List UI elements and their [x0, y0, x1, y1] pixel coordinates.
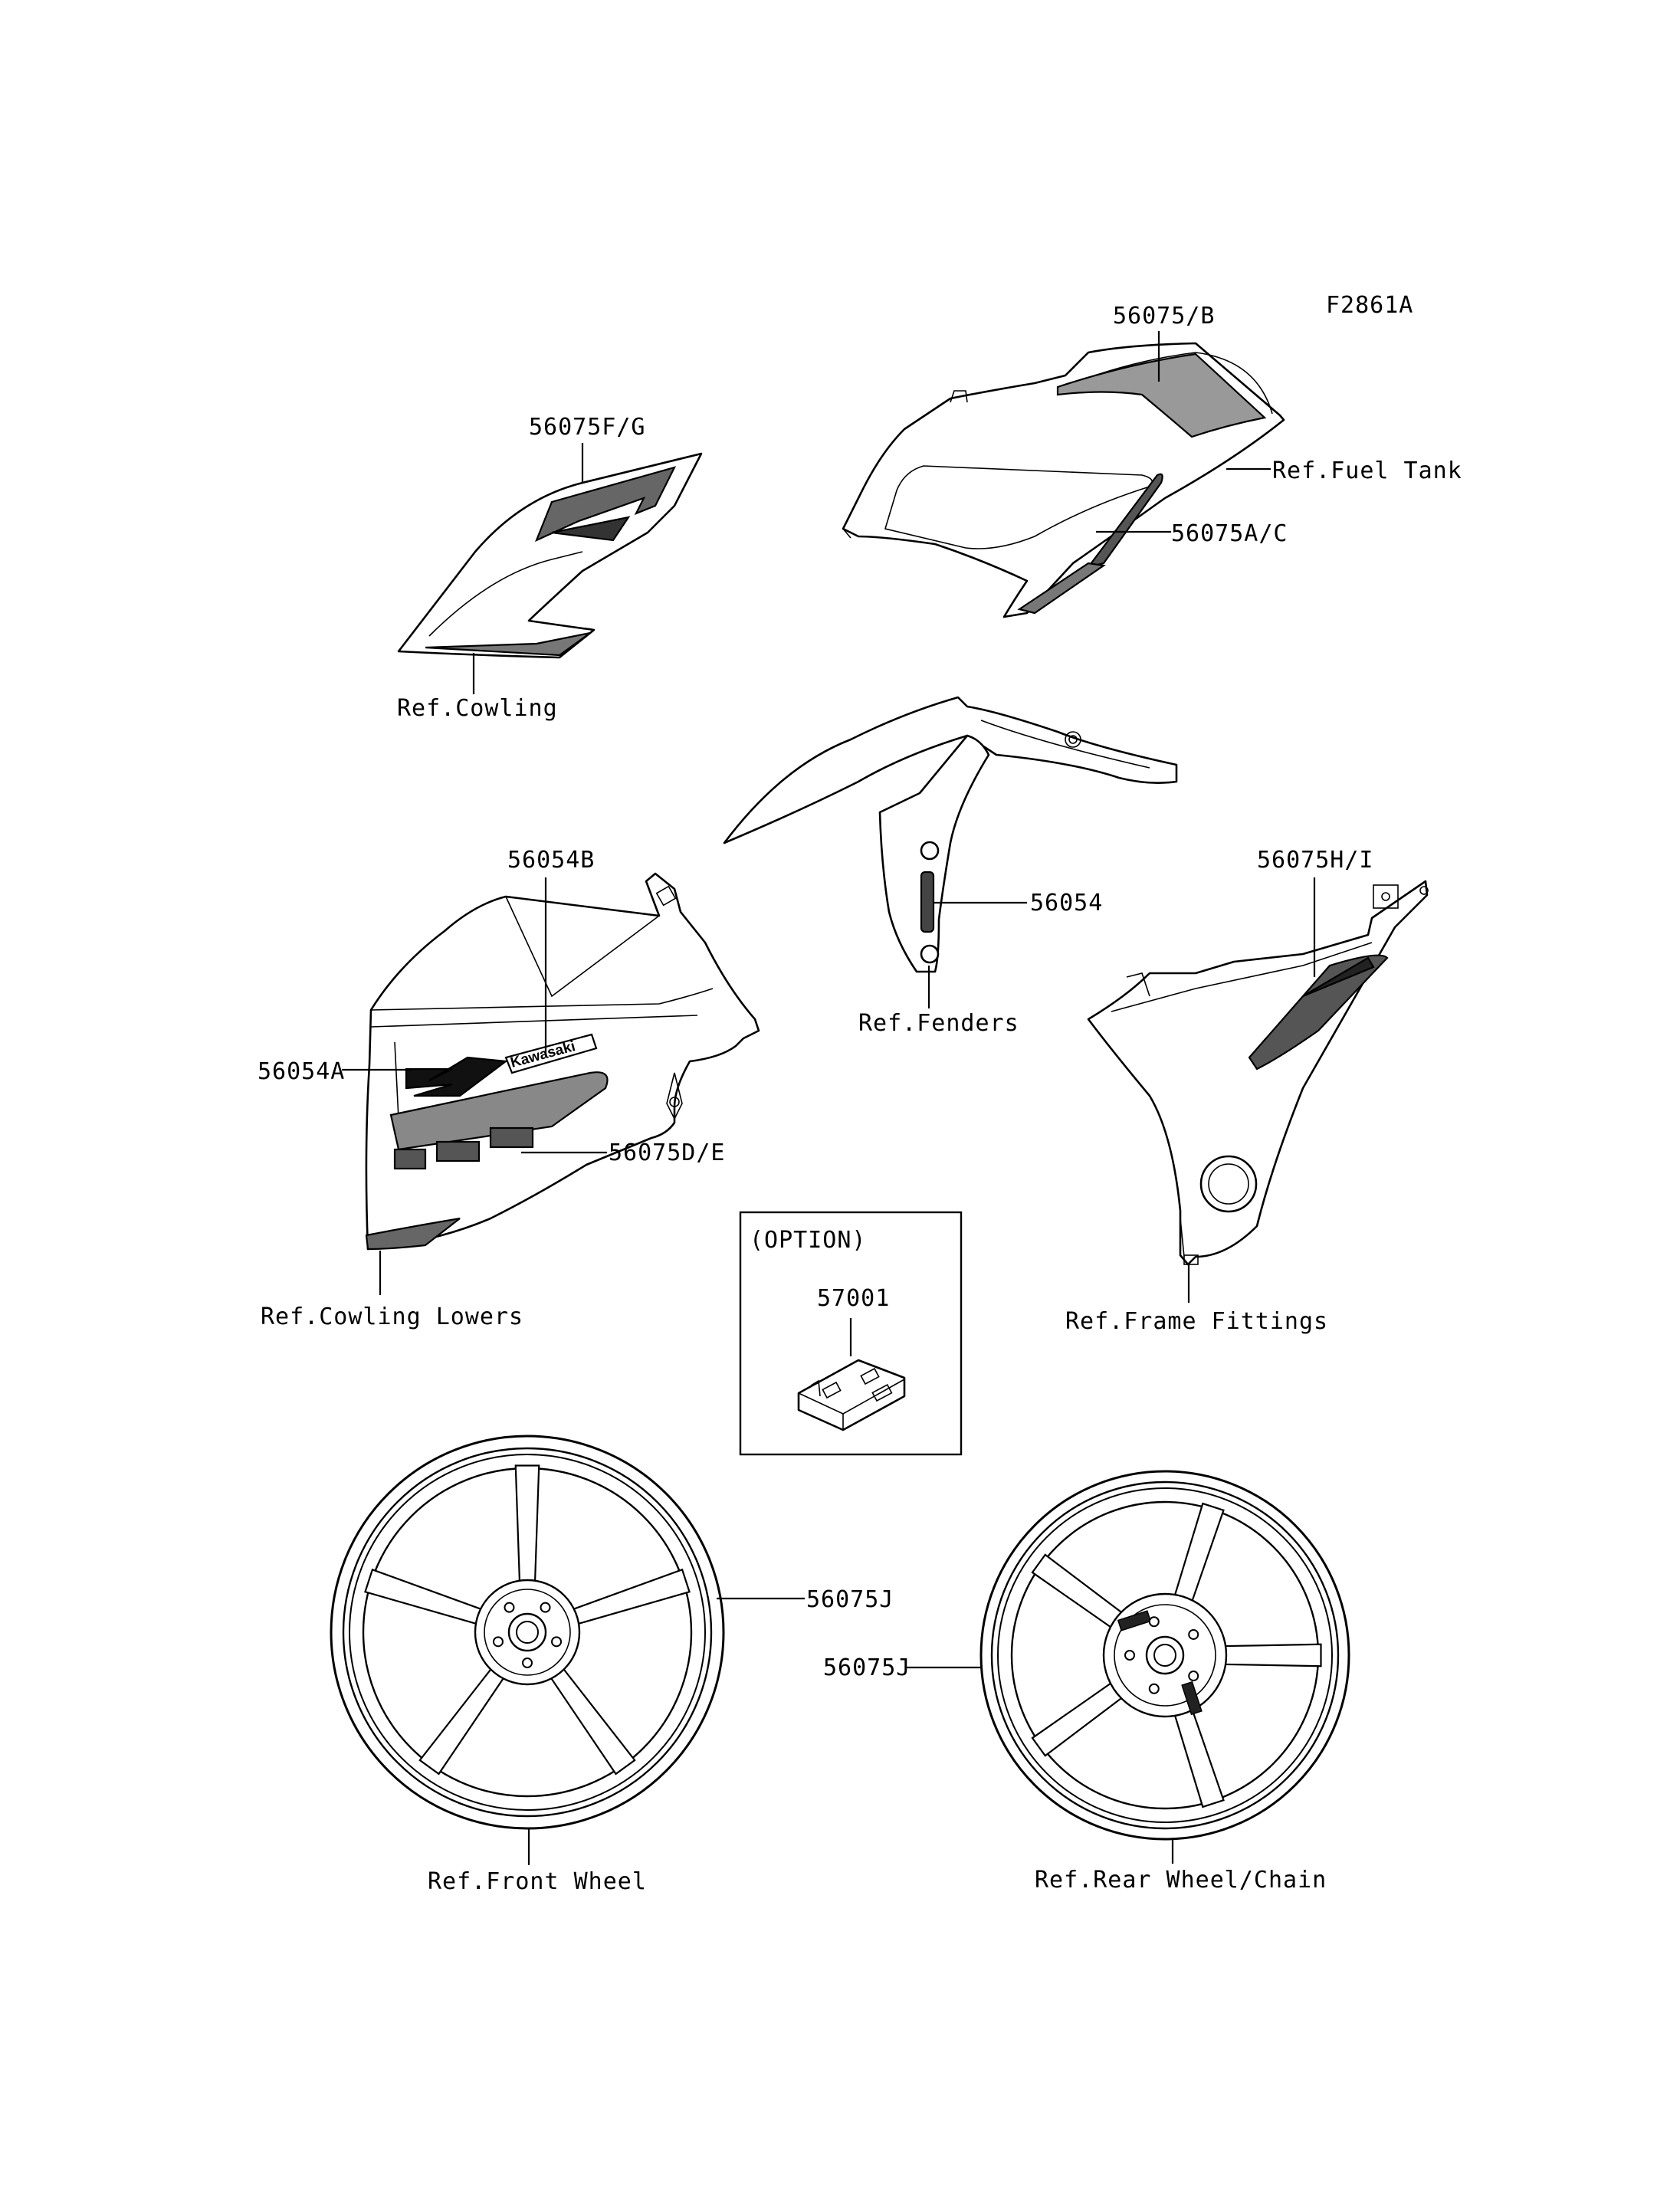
label-56054a: 56054A: [258, 1058, 345, 1085]
label-56075d-e: 56075D/E: [609, 1139, 726, 1166]
label-56054b: 56054B: [507, 847, 595, 874]
label-57001: 57001: [817, 1285, 890, 1312]
front-wheel: [330, 1435, 725, 1830]
label-56075j-front: 56075J: [806, 1586, 894, 1613]
option-box: (OPTION) 57001: [739, 1211, 963, 1456]
part-57001-tool: [797, 1359, 906, 1431]
front-wheel-bolt: [522, 1658, 533, 1668]
label-ref-cowling-lowers: Ref.Cowling Lowers: [261, 1303, 523, 1330]
option-label: (OPTION): [750, 1227, 867, 1254]
fuel-tank-cover: [842, 342, 1285, 618]
label-ref-rear-wheel-chain: Ref.Rear Wheel/Chain: [1035, 1867, 1327, 1894]
label-56075h-i: 56075H/I: [1257, 847, 1374, 874]
front-wheel-bolt: [540, 1602, 551, 1613]
label-56054: 56054: [1030, 890, 1103, 917]
label-ref-frame-fittings: Ref.Frame Fittings: [1065, 1308, 1328, 1335]
label-ref-fuel-tank: Ref.Fuel Tank: [1272, 457, 1462, 484]
cowling: [397, 452, 703, 659]
front-fender: [723, 696, 1178, 973]
label-ref-cowling: Ref.Cowling: [397, 695, 558, 722]
label-56075a-c: 56075A/C: [1171, 520, 1288, 547]
front-wheel-bolt: [492, 1636, 504, 1648]
frame-fitting-cover: [1087, 880, 1429, 1266]
rear-wheel-spoke: [1219, 1643, 1322, 1667]
rear-wheel: [979, 1470, 1350, 1841]
label-ref-fenders: Ref.Fenders: [858, 1010, 1019, 1037]
rear-wheel-bolt: [1148, 1683, 1160, 1694]
front-wheel-bolt: [551, 1636, 563, 1648]
label-56075f-g: 56075F/G: [529, 414, 646, 441]
cowling-lowers: Kawasaki: [365, 872, 760, 1251]
label-ref-front-wheel: Ref.Front Wheel: [428, 1868, 647, 1895]
figure-code: F2861A: [1326, 292, 1413, 319]
rear-wheel-bolt: [1188, 1671, 1199, 1682]
front-wheel-bolt: [504, 1602, 515, 1613]
rear-wheel-bolt: [1124, 1650, 1135, 1661]
label-56075j-rear: 56075J: [823, 1654, 911, 1681]
front-wheel-spoke: [514, 1464, 540, 1586]
rear-wheel-bolt: [1148, 1616, 1160, 1628]
rear-wheel-bolt: [1188, 1628, 1199, 1640]
label-56075-b: 56075/B: [1113, 303, 1215, 330]
